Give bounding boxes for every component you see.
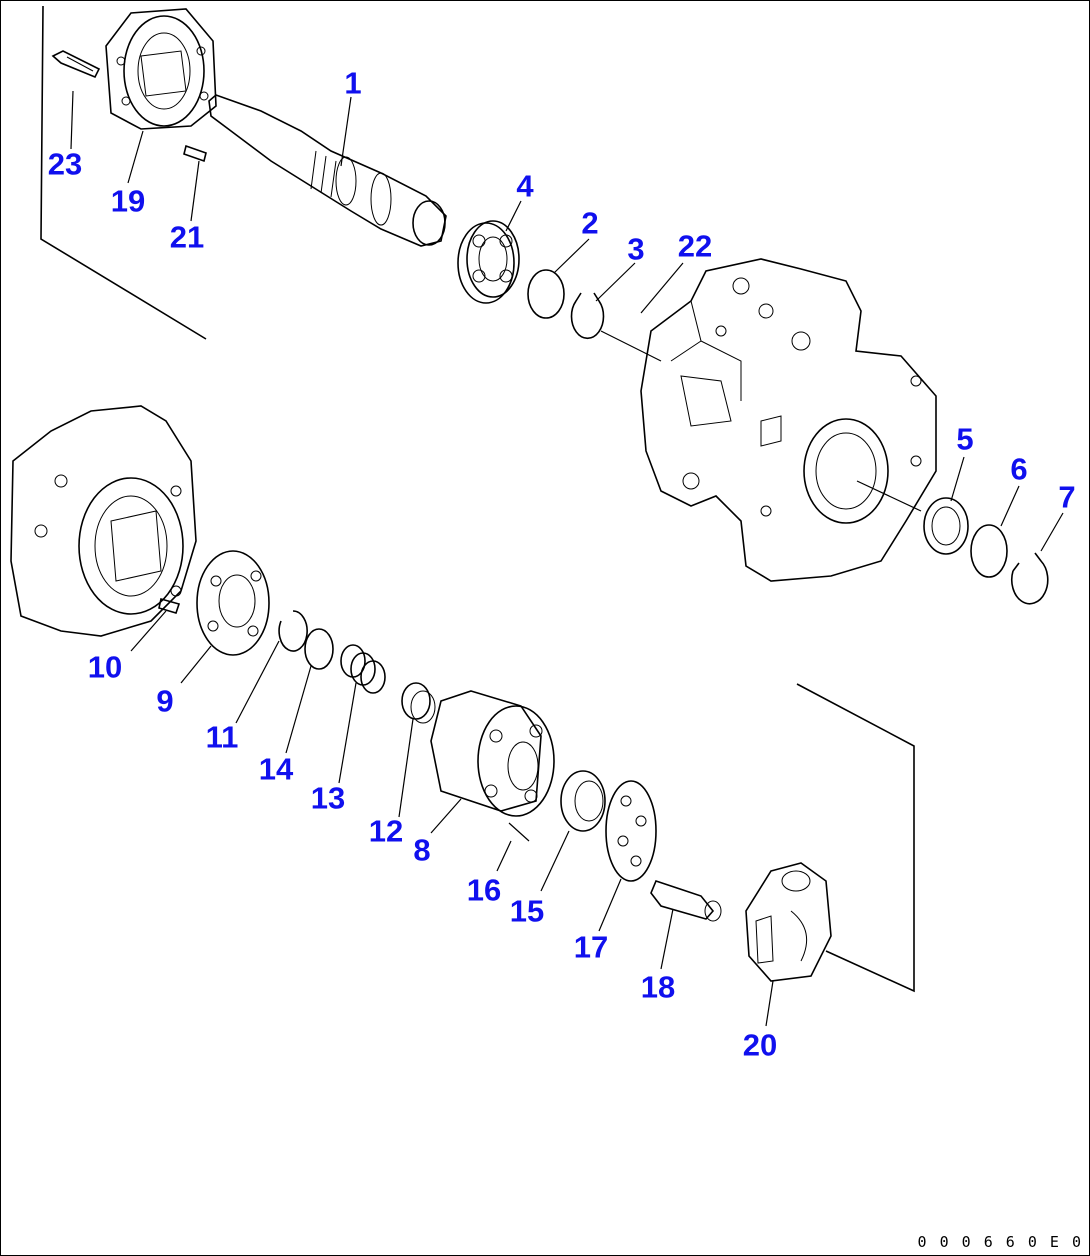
callout-9[interactable]: 9 — [156, 683, 174, 719]
oil-seal-part — [923, 497, 969, 555]
pin-part — [183, 144, 207, 163]
figure-code: 0 0 0 6 6 0 E 0 — [917, 1233, 1083, 1251]
bushing-part — [560, 770, 606, 832]
spring-part — [340, 644, 386, 694]
callout-6[interactable]: 6 — [1010, 451, 1028, 487]
cylinder-block-part — [430, 690, 555, 817]
bearing-part — [457, 220, 520, 304]
snap-ring-part — [570, 292, 605, 340]
callout-15[interactable]: 15 — [509, 893, 545, 929]
callout-18[interactable]: 18 — [640, 969, 676, 1005]
callout-16[interactable]: 16 — [466, 872, 502, 908]
piston-part — [650, 880, 722, 922]
callout-7[interactable]: 7 — [1058, 479, 1076, 515]
callout-13[interactable]: 13 — [310, 780, 346, 816]
leader-lines — [70, 90, 1064, 1027]
callout-5[interactable]: 5 — [956, 421, 974, 457]
pump-head-part — [10, 405, 197, 637]
ring-part-14 — [304, 628, 334, 670]
end-cover-part — [105, 8, 217, 130]
callout-10[interactable]: 10 — [87, 649, 123, 685]
swash-plate-part — [745, 862, 832, 982]
valve-plate-part — [196, 550, 270, 656]
ring-part-6 — [970, 524, 1008, 578]
callout-3[interactable]: 3 — [627, 231, 645, 267]
pump-case-part — [640, 258, 937, 582]
callout-17[interactable]: 17 — [573, 929, 609, 965]
callout-12[interactable]: 12 — [368, 813, 404, 849]
callout-20[interactable]: 20 — [742, 1027, 778, 1063]
callout-21[interactable]: 21 — [169, 219, 205, 255]
pin-part-16 — [508, 822, 530, 842]
shaft-part — [208, 94, 447, 247]
spacer-part — [401, 682, 436, 724]
snap-ring-part-7 — [1010, 552, 1049, 605]
bolt-part — [51, 50, 101, 79]
callout-11[interactable]: 11 — [205, 719, 239, 755]
shoe-plate-part — [605, 780, 657, 882]
callout-22[interactable]: 22 — [677, 228, 713, 264]
callout-23[interactable]: 23 — [47, 146, 83, 182]
callout-14[interactable]: 14 — [258, 751, 294, 787]
callout-1[interactable]: 1 — [344, 65, 362, 101]
callout-19[interactable]: 19 — [110, 183, 146, 219]
callout-8[interactable]: 8 — [413, 832, 431, 868]
frame-lines — [40, 5, 915, 993]
callout-4[interactable]: 4 — [516, 168, 534, 204]
ring-part — [527, 269, 565, 319]
snap-ring-part-11 — [278, 610, 308, 652]
callout-2[interactable]: 2 — [581, 205, 599, 241]
